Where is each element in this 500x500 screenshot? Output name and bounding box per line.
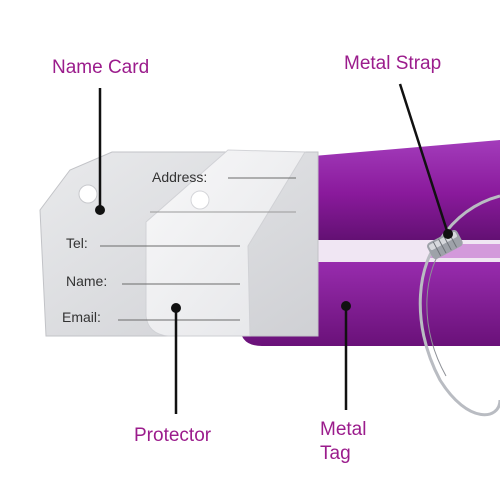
metal-tag-callout-line2: Tag: [320, 443, 351, 464]
protector-hole: [190, 190, 210, 210]
metal-strap-callout: Metal Strap: [344, 53, 442, 74]
protector-sleeve: [145, 149, 306, 337]
protector-pointer-dot: [171, 303, 181, 313]
metal-strap-pointer: [398, 83, 450, 235]
metal-tag-callout-line1: Metal: [320, 419, 367, 440]
metal-strap-pointer-dot: [443, 229, 453, 239]
tel-label: Tel:: [66, 235, 88, 251]
metal-strap-cable: [418, 238, 500, 417]
metal-tag-pointer-dot: [341, 301, 351, 311]
name-card-callout: Name Card: [52, 57, 150, 78]
protector-callout: Protector: [134, 425, 212, 446]
metal-tag-callout: Metal Tag: [320, 418, 366, 466]
email-label: Email:: [62, 309, 101, 325]
name-field-label: Name:: [66, 273, 107, 289]
name-card-pointer-dot: [95, 205, 105, 215]
name-card-hole: [78, 184, 98, 204]
address-label: Address:: [152, 169, 207, 185]
